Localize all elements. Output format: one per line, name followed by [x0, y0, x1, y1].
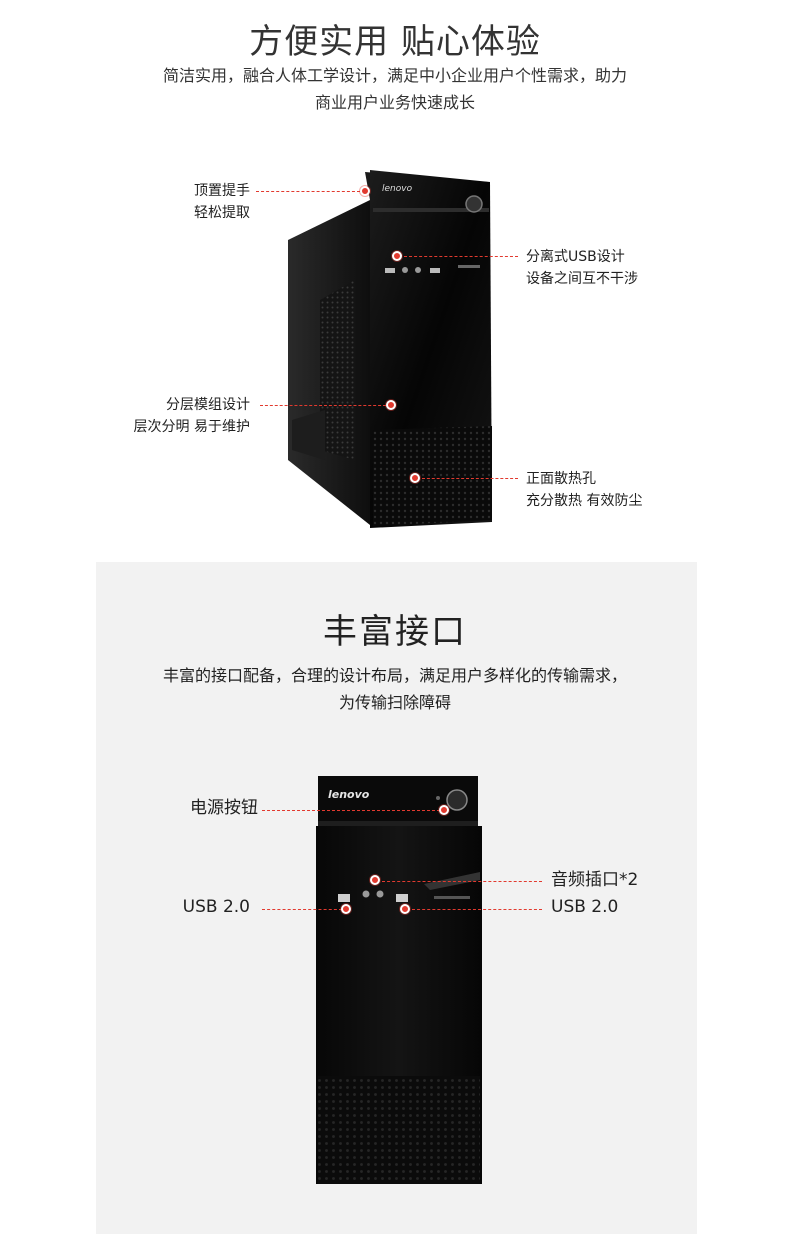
pc-tower-front-image: lenovo [316, 776, 482, 1184]
callout-marker [386, 400, 396, 410]
callout-front-vents: 正面散热孔 充分散热 有效防尘 [526, 471, 643, 509]
callout-marker [400, 904, 410, 914]
callout-marker [370, 875, 380, 885]
lenovo-logo: lenovo [328, 788, 370, 801]
callout-layered-modules: 分层模组设计 层次分明 易于维护 [133, 397, 250, 435]
callout-power-button: 电源按钮 [190, 798, 258, 818]
callout-marker [341, 904, 351, 914]
callout-usb-design: 分离式USB设计 设备之间互不干涉 [526, 249, 638, 287]
callout-marker [392, 251, 402, 261]
callout-audio-jacks: 音频插口*2 [551, 870, 639, 890]
section-title: 方便实用 贴心体验 [249, 22, 541, 62]
pc-tower-angled-image: lenovo [288, 170, 492, 528]
callout-marker [360, 186, 370, 196]
callout-handle: 顶置提手 轻松提取 [194, 183, 250, 221]
callout-marker [410, 473, 420, 483]
section-title: 丰富接口 [323, 612, 467, 652]
callout-usb-right: USB 2.0 [551, 897, 619, 917]
section-subtitle: 丰富的接口配备，合理的设计布局，满足用户多样化的传输需求， 为传输扫除障碍 [162, 666, 627, 712]
callout-usb-left: USB 2.0 [182, 897, 250, 917]
lenovo-logo: lenovo [382, 184, 413, 194]
section-subtitle: 简洁实用，融合人体工学设计，满足中小企业用户个性需求，助力 商业用户业务快速成长 [162, 66, 627, 112]
callout-marker [439, 805, 449, 815]
